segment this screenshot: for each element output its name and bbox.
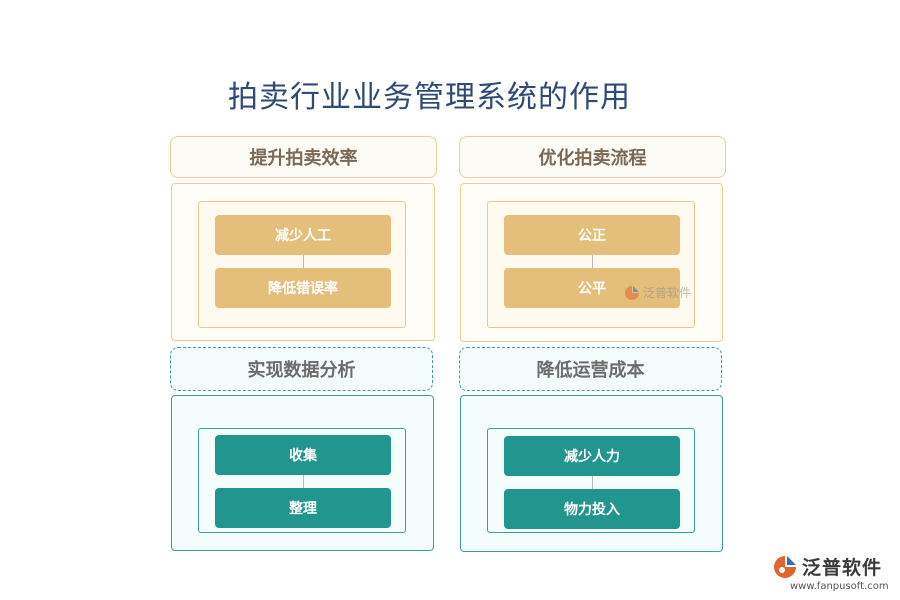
item-reduce-labor: 减少人工: [215, 215, 391, 255]
brand-name: 泛普软件: [802, 557, 883, 579]
item-equity: 公平: [504, 268, 680, 308]
item-material-input: 物力投入: [504, 489, 680, 529]
section-inner-data-analysis: 收集 整理: [198, 428, 406, 533]
item-fairness: 公正: [504, 215, 680, 255]
watermark-text: 泛普软件: [643, 286, 692, 300]
brand-url: www.fanpusoft.com: [790, 581, 889, 592]
section-header-data-analysis: 实现数据分析: [170, 347, 433, 391]
watermark-logo-icon: [625, 285, 639, 300]
section-panel-data-analysis: 收集 整理: [171, 395, 434, 551]
item-collect: 收集: [215, 435, 391, 475]
item-organize: 整理: [215, 488, 391, 528]
section-header-efficiency: 提升拍卖效率: [170, 136, 437, 178]
section-panel-cost-reduction: 减少人力 物力投入: [460, 395, 723, 552]
item-connector: [303, 475, 304, 488]
section-panel-efficiency: 减少人工 降低错误率: [171, 183, 435, 341]
section-inner-process: 公正 公平: [487, 201, 695, 328]
section-header-cost-reduction: 降低运营成本: [459, 347, 722, 391]
section-panel-process: 公正 公平: [460, 183, 723, 342]
item-connector: [592, 255, 593, 268]
item-reduce-error-rate: 降低错误率: [215, 268, 391, 308]
item-connector: [303, 255, 304, 268]
section-inner-cost-reduction: 减少人力 物力投入: [487, 428, 695, 533]
watermark: 泛普软件: [624, 284, 691, 301]
section-header-process: 优化拍卖流程: [459, 136, 726, 178]
brand-logo-icon: [774, 555, 796, 578]
item-reduce-manpower: 减少人力: [504, 436, 680, 476]
brand-logo: 泛普软件: [772, 553, 882, 580]
section-inner-efficiency: 减少人工 降低错误率: [198, 201, 406, 328]
item-connector: [592, 476, 593, 489]
page-title: 拍卖行业业务管理系统的作用: [228, 80, 631, 115]
